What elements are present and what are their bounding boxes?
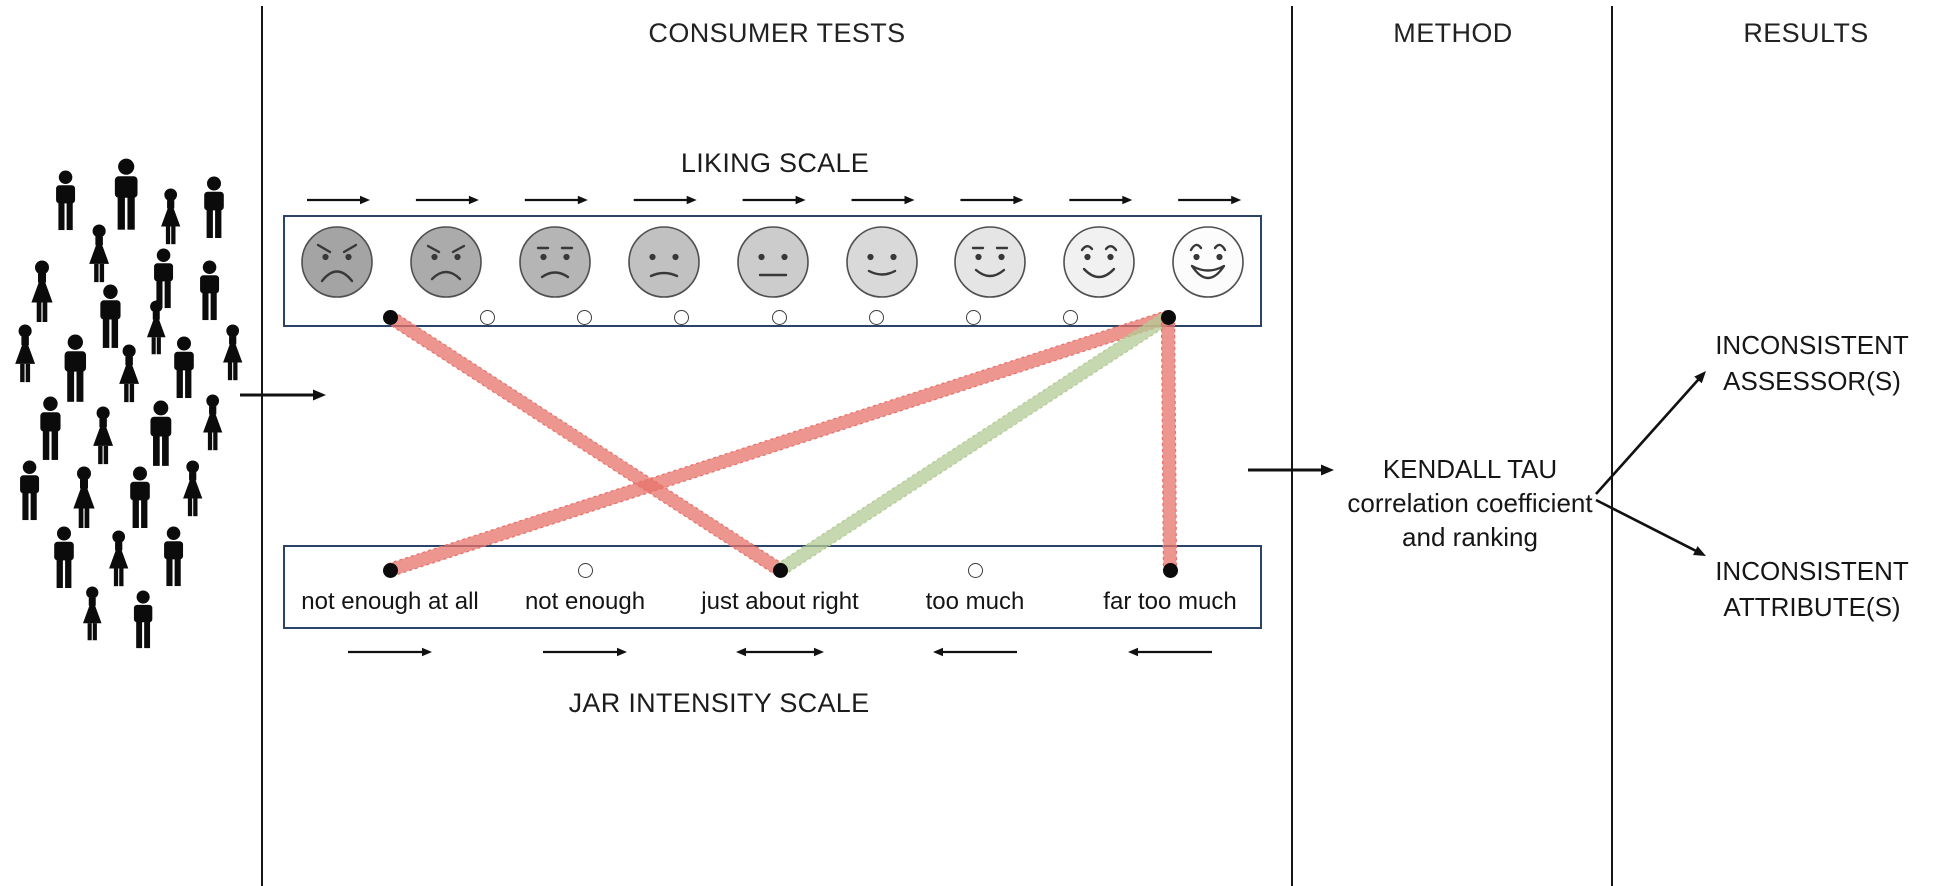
liking-radio-8[interactable]: [1063, 309, 1079, 325]
person-man-icon: [114, 158, 138, 230]
liking-scale-box: [283, 215, 1262, 327]
person-woman-icon: [203, 394, 223, 451]
person-man-icon: [40, 396, 61, 460]
person-man-icon: [100, 284, 121, 348]
liking-radio-5[interactable]: [771, 309, 787, 325]
result-attribute-line-1: INCONSISTENT: [1715, 556, 1909, 586]
person-man-icon: [56, 170, 76, 231]
person-man-icon: [54, 526, 74, 588]
liking-radio-2[interactable]: [479, 309, 495, 325]
person-man-icon: [130, 466, 150, 528]
jar-radio-1[interactable]: [382, 562, 398, 578]
person-woman-icon: [119, 344, 140, 403]
liking-radio-6[interactable]: [868, 309, 884, 325]
person-woman-icon: [31, 260, 53, 322]
liking-radio-4[interactable]: [674, 309, 690, 325]
person-man-icon: [204, 176, 224, 238]
person-man-icon: [164, 526, 184, 587]
person-woman-icon: [161, 188, 181, 245]
jar-scale-box: [283, 545, 1262, 629]
person-woman-icon: [82, 586, 102, 641]
person-woman-icon: [109, 530, 129, 587]
person-man-icon: [133, 590, 153, 649]
person-man-icon: [174, 336, 194, 398]
method-line-2: correlation coefficient: [1347, 488, 1593, 518]
method-line-1: KENDALL TAU: [1382, 454, 1558, 484]
person-woman-icon: [93, 406, 114, 465]
liking-radio-7[interactable]: [966, 309, 981, 325]
liking-radio-3[interactable]: [577, 309, 592, 325]
results-heading: RESULTS: [1743, 18, 1869, 48]
divider-method-results: [1611, 6, 1613, 886]
person-man-icon: [20, 460, 40, 521]
connection-jar-1-to-liking-9: [383, 310, 1175, 577]
divider-crowd-tests: [261, 6, 263, 886]
jar-radio-3[interactable]: [772, 562, 788, 578]
liking-radio-1[interactable]: [382, 309, 398, 325]
method-heading: METHOD: [1393, 18, 1513, 48]
consumer-crowd-icon: [15, 158, 243, 649]
liking-radio-9[interactable]: [1160, 309, 1176, 325]
person-woman-icon: [89, 224, 110, 283]
result-attribute-line-2: ATTRIBUTE(S): [1723, 592, 1901, 622]
person-woman-icon: [223, 324, 243, 381]
person-man-icon: [200, 260, 220, 321]
result-assessor-line-1: INCONSISTENT: [1715, 330, 1909, 360]
person-man-icon: [64, 334, 87, 402]
jar-radio-5[interactable]: [1162, 562, 1178, 578]
person-man-icon: [150, 400, 172, 466]
jar-radio-2[interactable]: [577, 562, 593, 578]
jar-scale-title: JAR INTENSITY SCALE: [568, 688, 870, 718]
person-woman-icon: [146, 300, 166, 355]
person-woman-icon: [183, 460, 203, 517]
divider-tests-method: [1291, 6, 1293, 886]
liking-scale-title: LIKING SCALE: [680, 148, 870, 178]
connection-liking-1-to-jar-3: [383, 310, 787, 577]
result-assessor-line-2: ASSESSOR(S): [1723, 366, 1901, 396]
person-woman-icon: [15, 324, 36, 383]
connection-jar-3-to-liking-9: [773, 310, 1175, 577]
person-woman-icon: [73, 466, 95, 528]
method-line-3: and ranking: [1402, 522, 1538, 552]
person-man-icon: [154, 248, 174, 309]
jar-radio-4[interactable]: [967, 562, 983, 578]
connection-liking-9-to-jar-5: [1160, 310, 1178, 577]
consumer-tests-heading: CONSUMER TESTS: [648, 18, 906, 48]
